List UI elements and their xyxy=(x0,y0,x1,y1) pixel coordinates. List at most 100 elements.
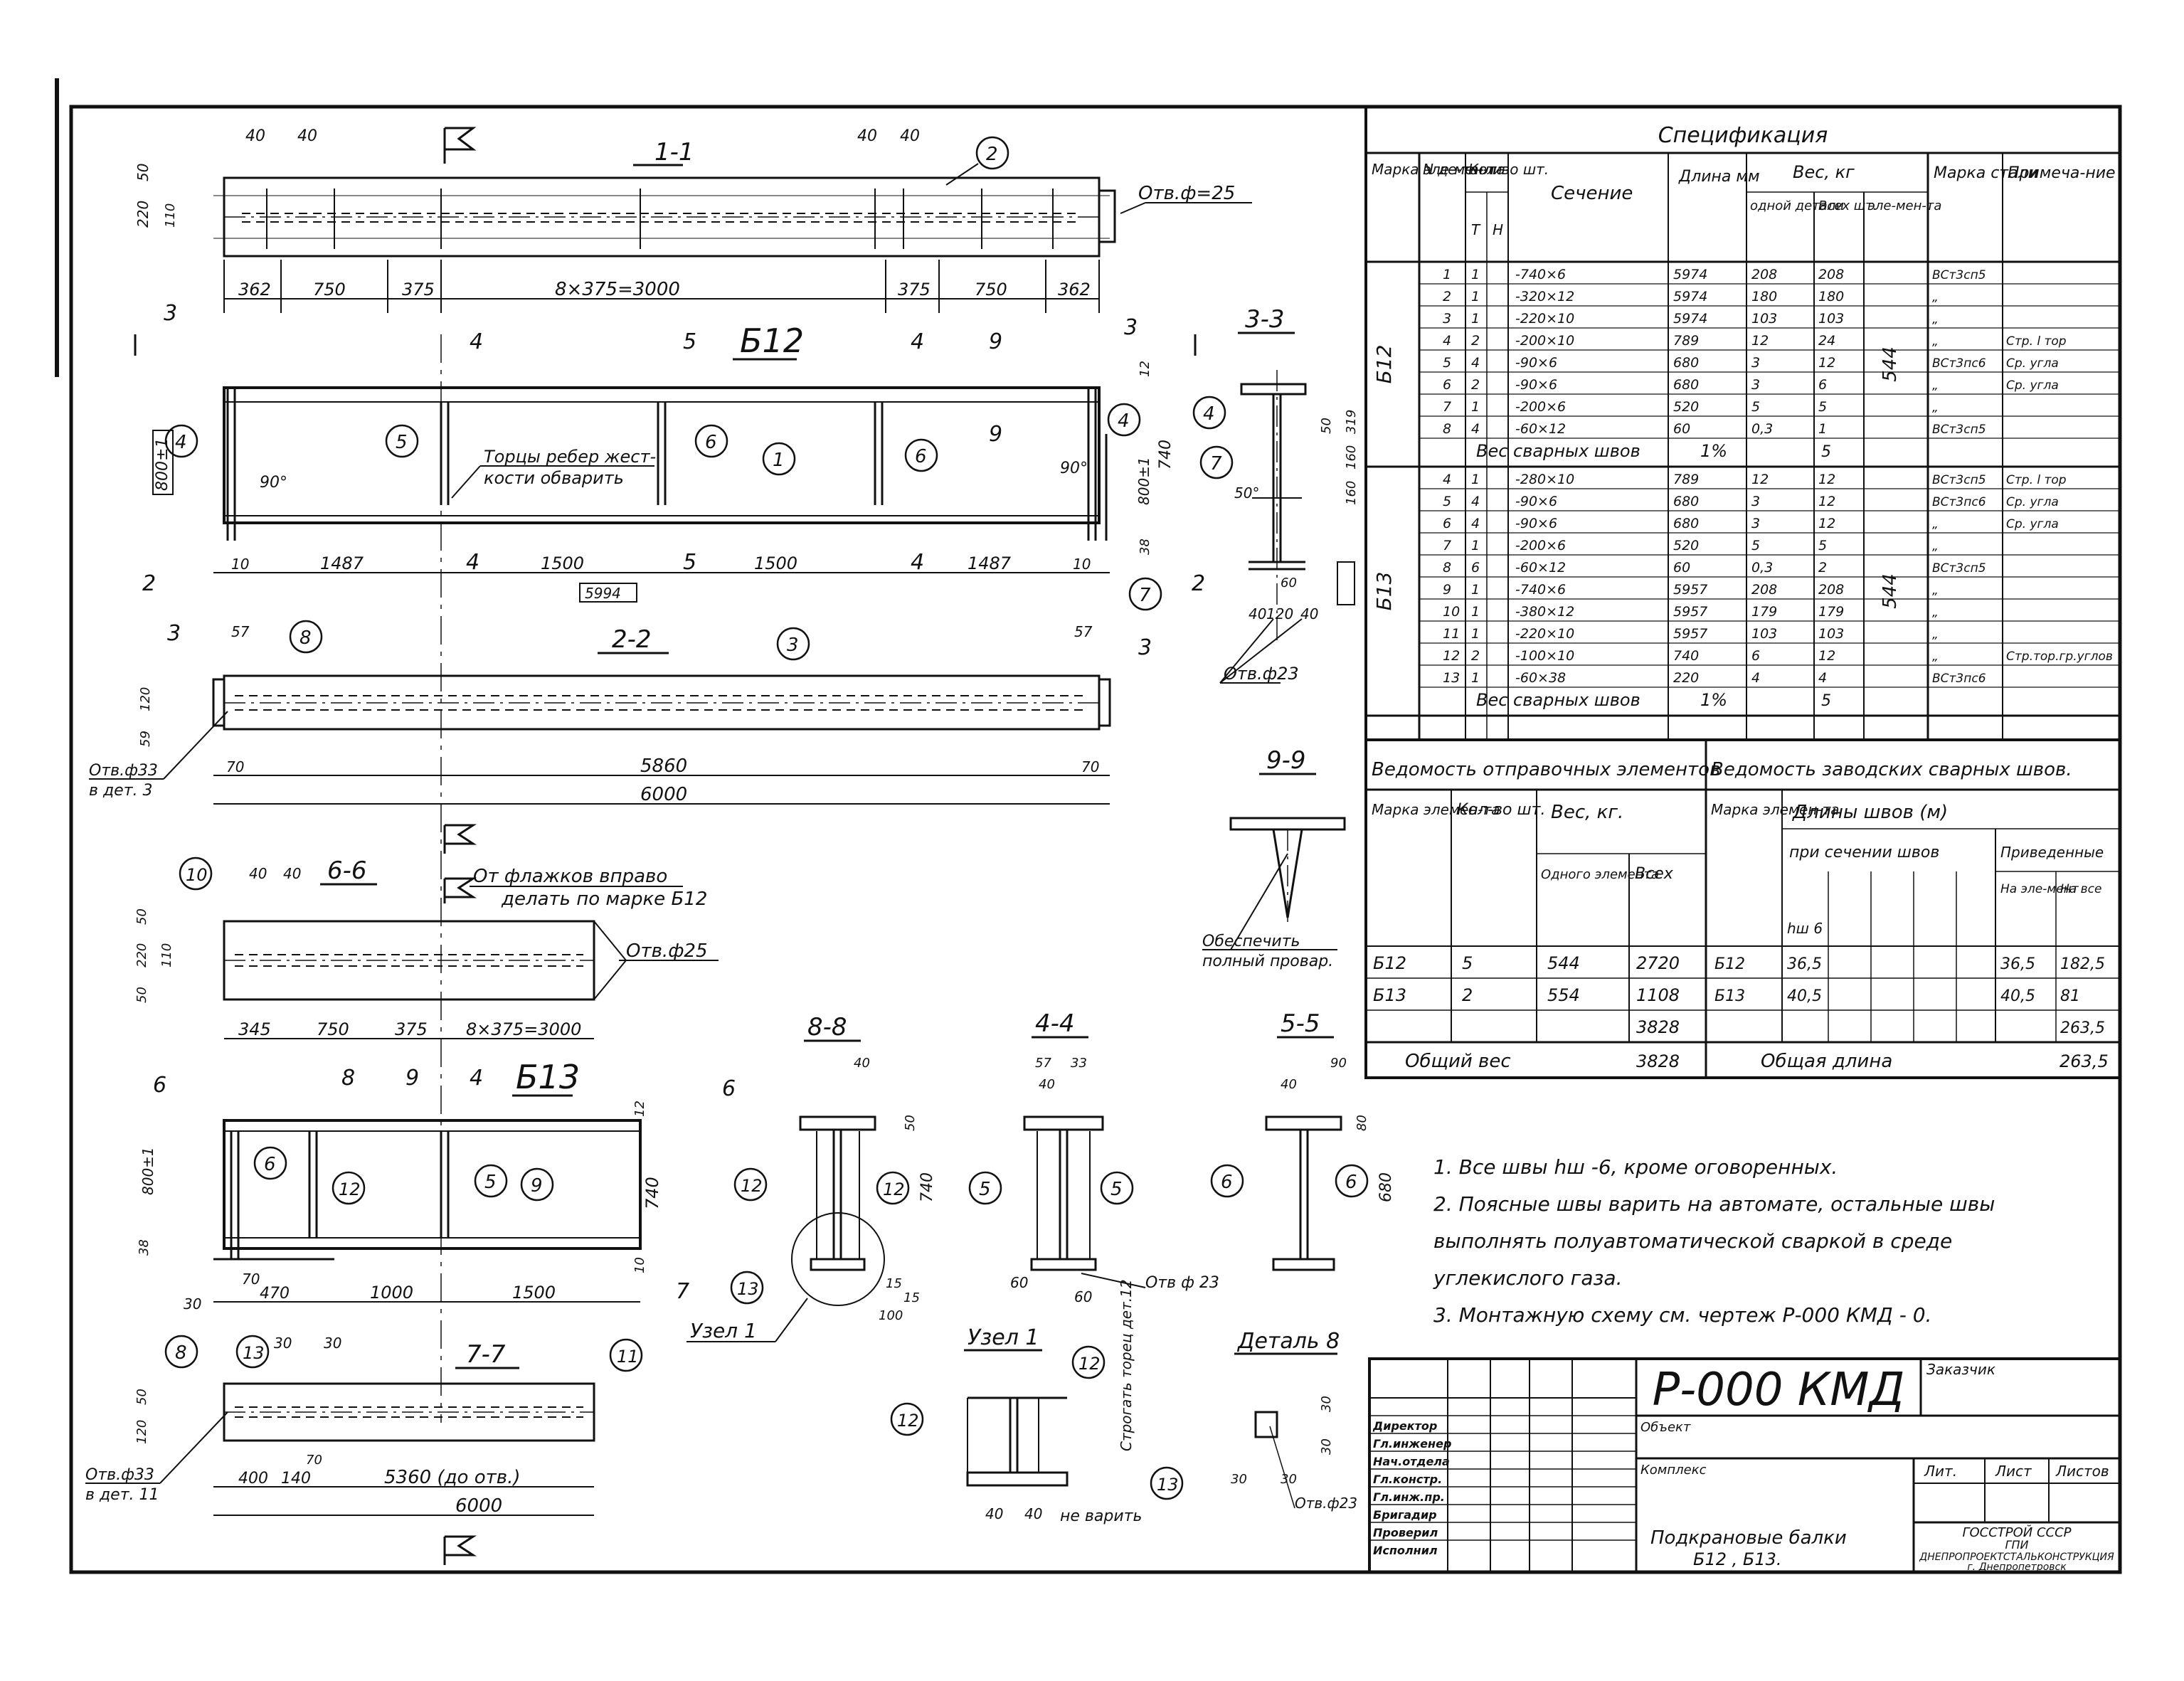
spec-cell: -60×12 xyxy=(1515,421,1566,437)
spec-cell: 12 xyxy=(1751,472,1769,487)
dim-40f: 40 xyxy=(283,865,301,882)
dim-750a: 750 xyxy=(313,280,346,299)
callout-6d: 6 xyxy=(1221,1172,1233,1193)
dim-120-22: 120 xyxy=(138,687,153,711)
spec-cell: 5 xyxy=(1751,538,1760,553)
spec-cell: 4 xyxy=(1471,421,1480,437)
spec-cell: Ср. угла xyxy=(2006,495,2059,509)
spec-cell: 12 xyxy=(1443,648,1460,664)
ship-cell: 5 xyxy=(1462,953,1473,973)
dim-90-55: 90 xyxy=(1330,1056,1347,1071)
ship-cell: 3828 xyxy=(1636,1017,1680,1037)
spec-cell: -200×6 xyxy=(1515,399,1566,415)
callout-9: 9 xyxy=(531,1175,543,1197)
note-flag-2: делать по марке Б12 xyxy=(501,889,707,910)
tb-role: Проверил xyxy=(1373,1526,1438,1539)
hole-33-b2: в дет. 11 xyxy=(85,1486,159,1504)
cut-9-mid: 9 xyxy=(989,422,1002,447)
hole-33-b: Отв.ф33 xyxy=(85,1466,154,1484)
spec-h-qty-t: Т xyxy=(1471,221,1481,238)
spec-cell: 3 xyxy=(1751,516,1760,531)
cut-9-b13: 9 xyxy=(405,1066,419,1091)
spec-h-w-one: одной детали xyxy=(1750,198,1844,213)
dim-100-88: 100 xyxy=(879,1308,903,1323)
spec-cell: 5 xyxy=(1818,538,1827,553)
tb-role: Исполнил xyxy=(1373,1544,1438,1557)
spec-cell: 5 xyxy=(1443,494,1451,509)
spec-cell: 4 xyxy=(1471,494,1480,509)
weld-h-len: Длины швов (м) xyxy=(1792,802,1948,823)
dim-40c: 40 xyxy=(857,127,877,145)
note-line: выполнять полуавтоматической сваркой в с… xyxy=(1433,1229,1952,1253)
dim-40-uzel-b: 40 xyxy=(1024,1505,1042,1522)
dim-38-right: 38 xyxy=(1138,539,1152,555)
callout-13a: 13 xyxy=(243,1343,265,1363)
cut-4-top: 4 xyxy=(470,329,483,354)
spec-cell: -220×10 xyxy=(1515,626,1574,642)
spec-cell: 12 xyxy=(1818,355,1835,371)
spec-cell: -220×10 xyxy=(1515,311,1574,327)
label-9-9: 9-9 xyxy=(1266,746,1306,775)
spec-cell: -280×10 xyxy=(1515,472,1574,487)
drawing-code: Р-000 КМД xyxy=(1653,1364,1905,1416)
dim-110-top: 110 xyxy=(163,203,178,228)
view-detail-8: Деталь 8 30 30 30 30 Отв.ф23 xyxy=(1231,1329,1357,1512)
spec-group-mark: Б13 xyxy=(1372,572,1396,611)
spec-cell: 103 xyxy=(1818,626,1844,642)
spec-cell: 208 xyxy=(1751,267,1777,282)
view-uzel-1: Узел 1 40 40 не варить Строгать торец де… xyxy=(890,1279,1184,1525)
spec-cell: 5957 xyxy=(1673,604,1707,620)
view-b13-elevation: Б13 70 470 1000 1500 30 800±1 38 740 12 … xyxy=(137,1058,736,1313)
spec-cell: Ср. угла xyxy=(2006,378,2059,393)
dim-40-uzel-a: 40 xyxy=(985,1505,1003,1522)
spec-cell: 1 xyxy=(1818,421,1827,437)
ship-cell: 2 xyxy=(1462,985,1473,1005)
callout-3: 3 xyxy=(787,635,799,656)
spec-h-mark: Марка эле-мен-та xyxy=(1372,161,1505,178)
spec-cell: 1 xyxy=(1471,582,1480,598)
spec-cell: 12 xyxy=(1751,333,1769,349)
spec-weld-pct: 1% xyxy=(1700,441,1727,461)
dim-30-77a: 30 xyxy=(274,1335,292,1352)
spec-group-mark: Б12 xyxy=(1372,345,1396,384)
label-5-5: 5-5 xyxy=(1281,1009,1320,1038)
spec-cell: 6 xyxy=(1443,377,1451,393)
dim-1500a: 1500 xyxy=(541,553,584,573)
dim-60-44b: 60 xyxy=(1074,1288,1092,1305)
spec-cell: ВСт3сп5 xyxy=(1932,473,1986,487)
tb-roles: ДиректорГл.инженерНач.отделаГл.констр.Гл… xyxy=(1369,1415,1636,1557)
tb-org1: ГОССТРОЙ СССР xyxy=(1962,1524,2071,1540)
dim-30-b13: 30 xyxy=(184,1295,201,1313)
callout-4a: 4 xyxy=(175,432,187,453)
tb-role: Гл.констр. xyxy=(1373,1473,1442,1486)
bottom-tables: Ведомость отправочных элементов Ведомост… xyxy=(1366,738,2120,1078)
cut-4b-bot: 4 xyxy=(911,550,924,575)
spec-cell: 5974 xyxy=(1673,267,1707,282)
spec-cell: 5 xyxy=(1751,399,1760,415)
weld-h-col: hш 6 xyxy=(1787,920,1823,937)
title-block: Р-000 КМД Заказчик Объект Комплекс Лит. … xyxy=(1368,1357,2121,1574)
weld-cell: 40,5 xyxy=(2000,987,2035,1005)
dim-5994: 5994 xyxy=(585,585,621,602)
dim-10a: 10 xyxy=(231,556,249,573)
tb-role: Нач.отдела xyxy=(1373,1455,1450,1468)
dim-1500c: 1500 xyxy=(512,1283,556,1303)
dim-6000a: 6000 xyxy=(640,784,687,805)
spec-weld-val: 5 xyxy=(1821,692,1831,710)
dim-50-77: 50 xyxy=(134,1389,149,1405)
tb-org4: г. Днепропетровск xyxy=(1967,1561,2067,1573)
weld-h-sect: при сечении швов xyxy=(1789,844,1939,861)
dim-30-77b: 30 xyxy=(324,1335,341,1352)
weld-cell: 36,5 xyxy=(1787,955,1822,973)
spec-cell: Стр. l тор xyxy=(2006,334,2067,349)
dim-10b: 10 xyxy=(1073,556,1091,573)
callout-12e: 12 xyxy=(1078,1354,1101,1374)
view-8-8: 8-8 100 15 15 40 50 740 12 12 13 Узел 1 xyxy=(687,1013,936,1342)
cut-3-left: 3 xyxy=(164,301,177,326)
view-5-5: 5-5 40 90 80 680 6 6 xyxy=(1210,1009,1395,1271)
note-line: 2. Поясные швы варить на автомате, остал… xyxy=(1433,1192,1995,1216)
angle-90b: 90° xyxy=(1060,460,1088,477)
spec-cell: 3 xyxy=(1751,355,1760,371)
spec-cell: 12 xyxy=(1818,494,1835,509)
